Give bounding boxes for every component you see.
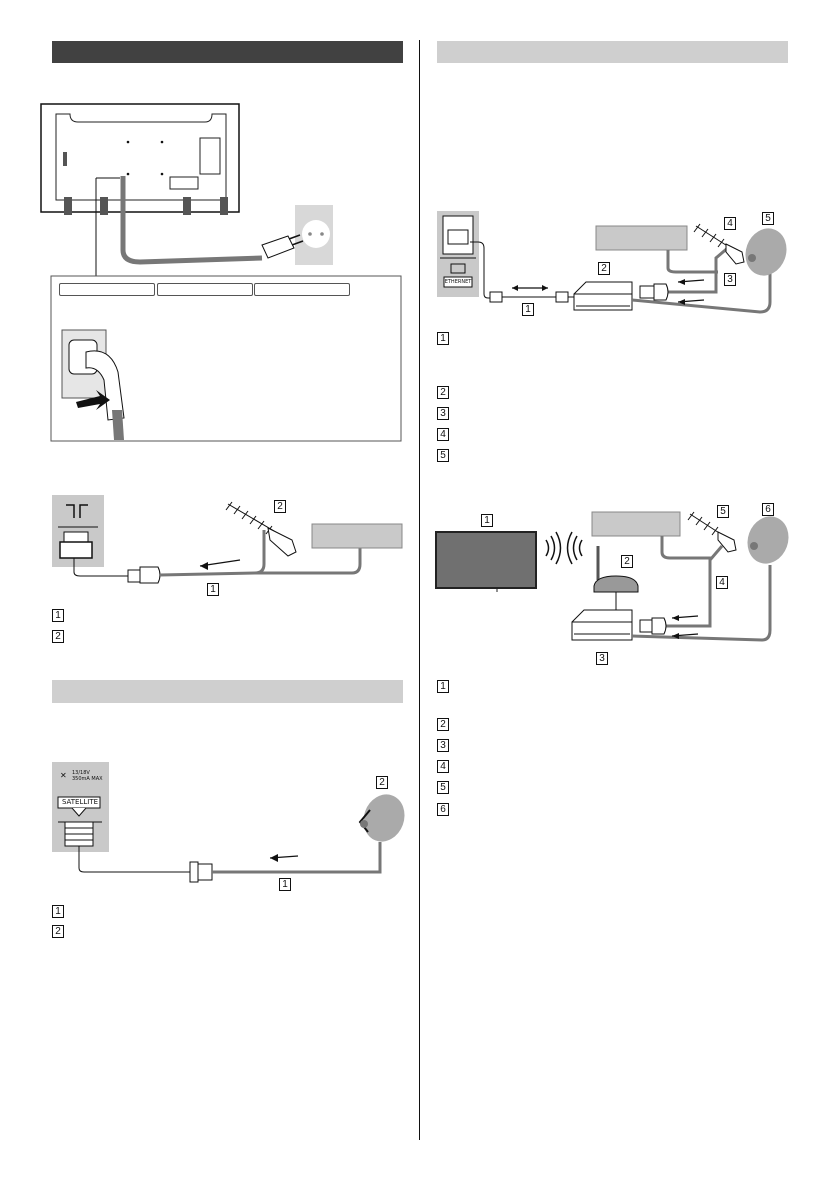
legend-wired-5: 5: [437, 449, 449, 462]
legend-wireless-3: 3: [437, 739, 449, 752]
callout-wireless-4: 4: [716, 576, 728, 589]
callout-wired-4: 4: [724, 217, 736, 230]
callout-wireless-2: 2: [621, 555, 633, 568]
section-header-power: [52, 41, 403, 63]
callout-wired-3: 3: [724, 273, 736, 286]
callout-wireless-6: 6: [762, 503, 774, 516]
callout-wired-2: 2: [598, 262, 610, 275]
callout-wireless-3: 3: [596, 652, 608, 665]
legend-wireless-2: 2: [437, 718, 449, 731]
callout-satellite-1: 1: [279, 878, 291, 891]
legend-antenna-1: 1: [52, 609, 64, 622]
callout-wireless-5: 5: [717, 505, 729, 518]
legend-wired-3: 3: [437, 407, 449, 420]
inset-tab-2: [157, 283, 253, 296]
callout-antenna-1: 1: [207, 583, 219, 596]
legend-wired-1: 1: [437, 332, 449, 345]
inset-tab-1: [59, 283, 155, 296]
legend-satellite-2: 2: [52, 925, 64, 938]
satellite-port-label: SATELLITE: [61, 798, 99, 806]
legend-wireless-1: 1: [437, 680, 449, 693]
callout-antenna-2: 2: [274, 500, 286, 513]
section-header-satellite: [52, 680, 403, 703]
callout-satellite-2: 2: [376, 776, 388, 789]
legend-wireless-5: 5: [437, 781, 449, 794]
callout-wireless-1: 1: [481, 514, 493, 527]
legend-antenna-2: 2: [52, 630, 64, 643]
satellite-icon: ✕: [60, 771, 67, 780]
legend-wireless-4: 4: [437, 760, 449, 773]
column-divider: [419, 40, 420, 1140]
ethernet-port-label: ETHERNET: [444, 279, 472, 285]
legend-wireless-6: 6: [437, 803, 449, 816]
legend-wired-2: 2: [437, 386, 449, 399]
legend-wired-4: 4: [437, 428, 449, 441]
inset-tab-3: [254, 283, 350, 296]
callout-wired-5: 5: [762, 212, 774, 225]
legend-satellite-1: 1: [52, 905, 64, 918]
satellite-power-label: 13/18V 350mA MAX: [72, 770, 103, 782]
section-header-network: [437, 41, 788, 63]
callout-wired-1: 1: [522, 303, 534, 316]
